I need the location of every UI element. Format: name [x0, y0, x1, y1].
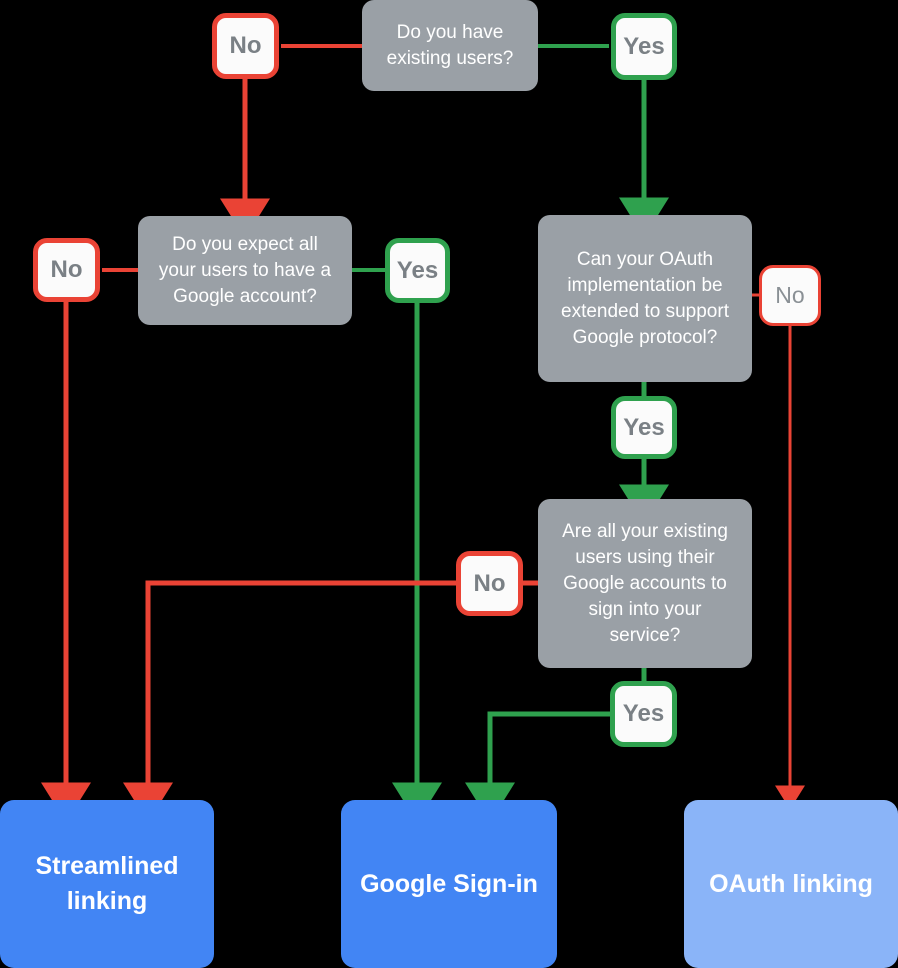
decision-box-oauth-extendable[interactable]: Can your OAuth implementation be extende… — [538, 215, 752, 382]
badge-no-existing-users[interactable]: No — [212, 13, 279, 79]
terminal-streamlined-linking[interactable]: Streamlined linking — [0, 800, 214, 968]
decision-box-existing-users[interactable]: Do you have existing users? — [362, 0, 538, 91]
badge-yes-existing-google-accounts[interactable]: Yes — [610, 681, 677, 747]
badge-yes-oauth-extendable[interactable]: Yes — [611, 396, 677, 459]
terminal-google-sign-in[interactable]: Google Sign-in — [341, 800, 557, 968]
badge-no-google-account[interactable]: No — [33, 238, 100, 302]
badge-no-existing-google-accounts[interactable]: No — [456, 551, 523, 616]
edge-yes-to-googlesignin-2 — [465, 711, 610, 823]
decision-box-existing-google-accounts[interactable]: Are all your existing users using their … — [538, 499, 752, 668]
terminal-oauth-linking[interactable]: OAuth linking — [684, 800, 898, 968]
badge-no-oauth-extendable[interactable]: No — [759, 265, 821, 326]
edge-no-to-streamlined-2 — [123, 580, 456, 823]
badge-yes-google-account[interactable]: Yes — [385, 238, 450, 303]
badge-yes-existing-users[interactable]: Yes — [611, 13, 677, 80]
decision-box-google-account[interactable]: Do you expect all your users to have a G… — [138, 216, 352, 325]
